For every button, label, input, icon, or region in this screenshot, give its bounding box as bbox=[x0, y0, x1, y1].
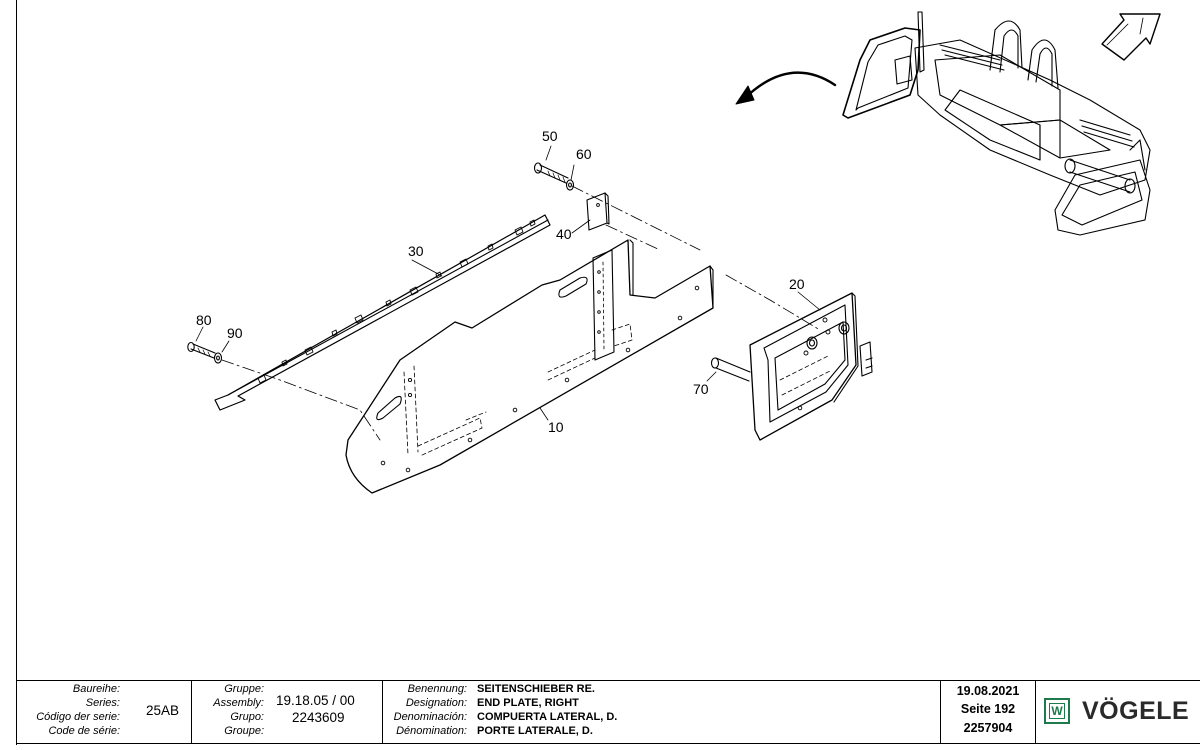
name-value-fr: PORTE LATERALE, D. bbox=[477, 725, 593, 737]
callout-20: 20 bbox=[789, 276, 805, 292]
brand-name: VÖGELE bbox=[1082, 697, 1190, 725]
series-label-es: Código der serie: bbox=[36, 711, 120, 723]
group-value: 19.18.05 / 00 bbox=[276, 693, 355, 708]
callout-30: 30 bbox=[408, 243, 424, 259]
series-label-en: Series: bbox=[85, 697, 120, 709]
callout-50: 50 bbox=[542, 128, 558, 144]
page-number: Seite 192 bbox=[960, 702, 1016, 716]
name-label-fr: Dénomination: bbox=[396, 725, 467, 737]
name-label-es: Denominación: bbox=[393, 711, 467, 723]
name-value-de: SEITENSCHIEBER RE. bbox=[477, 683, 595, 695]
exploded-parts-drawing: 30 10 20 40 50 60 70 80 90 bbox=[187, 11, 1161, 494]
series-label-de: Baureihe: bbox=[72, 683, 120, 695]
group-label-fr: Groupe: bbox=[224, 725, 264, 737]
fastener-70-screw bbox=[710, 357, 751, 382]
group-label-de: Gruppe: bbox=[224, 683, 264, 695]
assembly-number: 2243609 bbox=[292, 710, 345, 725]
part-20-end-plate bbox=[749, 292, 873, 441]
callout-90: 90 bbox=[227, 325, 243, 341]
leader-lines bbox=[195, 145, 821, 421]
assembly-cell: Gruppe: Assembly: Grupo: Groupe: 19.18.0… bbox=[192, 681, 383, 743]
part-30-rail bbox=[214, 214, 551, 411]
brand-cell: W VÖGELE bbox=[1036, 681, 1200, 743]
title-block: Baureihe: Series: Código der serie: Code… bbox=[16, 680, 1200, 744]
callout-40: 40 bbox=[556, 226, 572, 242]
name-label-en: Designation: bbox=[405, 697, 467, 709]
part-10-side-shield bbox=[345, 239, 714, 494]
brand-logo-icon: W bbox=[1044, 698, 1070, 724]
document-number: 2257904 bbox=[963, 721, 1013, 735]
fastener-60-washer bbox=[565, 179, 575, 191]
centerlines bbox=[221, 185, 821, 441]
designation-cell: Benennung: Designation: Denominación: Dé… bbox=[383, 681, 941, 743]
callout-10: 10 bbox=[548, 419, 564, 435]
fastener-50-bolt bbox=[533, 162, 569, 184]
part-40-plate bbox=[586, 192, 610, 231]
fastener-90-washer bbox=[213, 352, 223, 364]
callout-70: 70 bbox=[693, 381, 709, 397]
date: 19.08.2021 bbox=[956, 684, 1020, 698]
name-value-es: COMPUERTA LATERAL, D. bbox=[477, 711, 618, 723]
callout-60: 60 bbox=[576, 146, 592, 162]
callout-80: 80 bbox=[196, 312, 212, 328]
name-label-de: Benennung: bbox=[407, 683, 467, 695]
drawing-sheet bbox=[16, 0, 1200, 745]
series-label-fr: Code de série: bbox=[48, 725, 120, 737]
document-info-cell: 19.08.2021 Seite 192 2257904 bbox=[941, 681, 1036, 743]
machine-overview-illustration bbox=[735, 11, 1161, 236]
fastener-80-bolt bbox=[187, 341, 216, 359]
series-cell: Baureihe: Series: Código der serie: Code… bbox=[16, 681, 192, 743]
name-value-en: END PLATE, RIGHT bbox=[477, 697, 579, 709]
group-label-es: Grupo: bbox=[230, 711, 264, 723]
series-value: 25AB bbox=[146, 703, 180, 718]
group-label-en: Assembly: bbox=[213, 697, 264, 709]
